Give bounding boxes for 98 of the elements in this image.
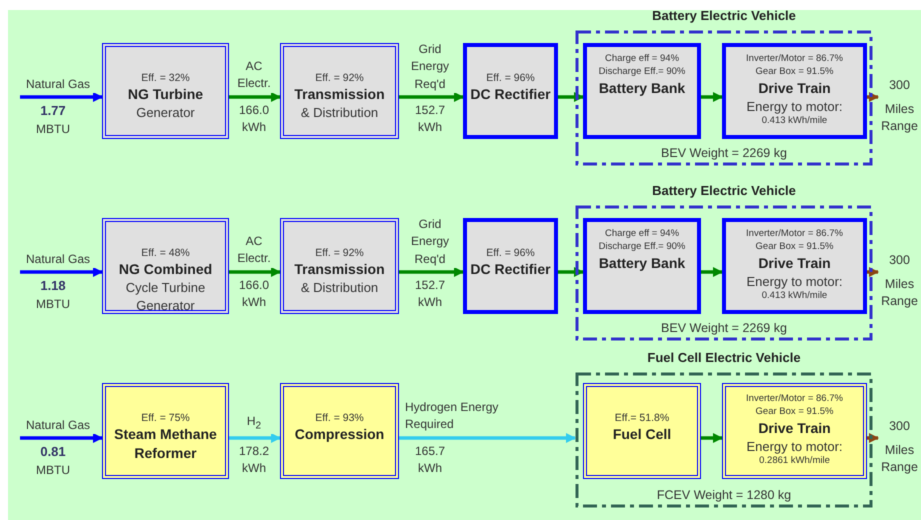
- component-detail: Energy to motor:: [746, 438, 843, 456]
- arrow: [701, 433, 723, 443]
- component-name: DC Rectifier: [470, 260, 551, 280]
- unit-text: MBTU: [35, 121, 71, 138]
- efficiency-text: Eff. = 92%: [315, 246, 364, 260]
- arrow: [558, 267, 584, 277]
- component-name: Steam Methane Reformer: [113, 425, 218, 463]
- process-box: [463, 43, 558, 139]
- efficiency-text: Eff. = 92%: [315, 71, 364, 86]
- spec-text: Gear Box = 91.5%: [756, 66, 834, 79]
- arrow: [399, 267, 464, 277]
- efficiency-text: Eff. = 48%: [141, 246, 190, 260]
- component-name: Drive Train: [758, 254, 831, 273]
- spec-text: Inverter/Motor = 86.7%: [746, 228, 843, 241]
- spec-text: Gear Box = 91.5%: [756, 406, 834, 419]
- process-box: [102, 383, 229, 479]
- range-text: Miles Range: [880, 442, 919, 476]
- component-name: Battery Bank: [598, 254, 686, 273]
- arrow: [701, 92, 723, 102]
- quantity-value: 1.18: [39, 277, 67, 295]
- arrow: [558, 92, 584, 102]
- spec-text: Gear Box = 91.5%: [756, 240, 834, 254]
- process-box: [583, 218, 701, 314]
- group-title: Battery Electric Vehicle: [651, 8, 797, 23]
- arrow: [399, 433, 576, 443]
- distance-value: 300: [889, 418, 910, 435]
- process-box: [280, 43, 399, 139]
- component-name: Transmission: [294, 85, 385, 104]
- spec-text: 0.2861 kWh/mile: [759, 455, 830, 468]
- component-name: DC Rectifier: [470, 85, 551, 104]
- energy-value: 166.0 kWh: [238, 102, 270, 136]
- component-name: NG Turbine: [128, 85, 204, 104]
- process-box: [722, 383, 867, 479]
- process-box: [722, 218, 867, 314]
- distance-value: 300: [889, 252, 910, 269]
- spec-text: Inverter/Motor = 86.7%: [746, 53, 843, 66]
- process-box: [722, 43, 867, 139]
- unit-text: MBTU: [35, 296, 71, 313]
- component-detail: Generator: [136, 104, 195, 122]
- process-box: [583, 383, 701, 479]
- process-box: [583, 43, 701, 139]
- arrow: [229, 433, 281, 443]
- energy-value: 152.7 kWh: [414, 277, 446, 312]
- energy-value: 165.7 kWh: [414, 443, 446, 478]
- arrow: [20, 92, 103, 102]
- arrow: [701, 267, 723, 277]
- spec-text: Discharge Eff.= 90%: [598, 66, 686, 79]
- group-title: Fuel Cell Electric Vehicle: [646, 350, 802, 365]
- energy-value: 166.0 kWh: [238, 277, 270, 312]
- arrow: [867, 92, 879, 102]
- component-name: Transmission: [294, 260, 385, 280]
- energy-value: 152.7 kWh: [414, 102, 446, 136]
- process-box: [102, 43, 229, 139]
- component-detail: & Distribution: [300, 104, 378, 122]
- spec-text: Charge eff = 94%: [604, 53, 680, 66]
- process-box: [102, 218, 229, 314]
- distance-value: 300: [889, 77, 910, 94]
- energy-value: 178.2 kWh: [238, 443, 270, 478]
- component-name: NG Combined: [118, 260, 212, 280]
- arrow: [867, 433, 879, 443]
- arrow: [229, 92, 281, 102]
- range-text: Miles Range: [880, 100, 919, 135]
- arrow: [20, 433, 103, 443]
- arrow: [20, 267, 103, 277]
- component-detail: Energy to motor:: [746, 98, 843, 116]
- component-name: Drive Train: [758, 78, 831, 98]
- component-name: Drive Train: [758, 418, 831, 438]
- quantity-value: 1.77: [39, 102, 67, 120]
- efficiency-text: Eff. = 75%: [141, 411, 190, 426]
- efficiency-text: Eff.= 51.8%: [614, 411, 670, 426]
- spec-text: 0.413 kWh/mile: [762, 115, 828, 128]
- spec-text: Discharge Eff.= 90%: [598, 240, 686, 254]
- component-name: Battery Bank: [598, 78, 686, 98]
- component-detail: & Distribution: [300, 279, 378, 297]
- efficiency-text: Eff. = 96%: [486, 246, 535, 260]
- quantity-value: 0.81: [39, 443, 67, 461]
- process-box: [280, 383, 399, 479]
- group-title: Battery Electric Vehicle: [651, 183, 797, 198]
- range-text: Miles Range: [880, 276, 919, 310]
- component-name: Fuel Cell: [612, 425, 672, 444]
- spec-text: Charge eff = 94%: [604, 228, 680, 241]
- component-detail: Energy to motor:: [746, 272, 843, 290]
- process-box: [280, 218, 399, 314]
- component-name: Compression: [294, 425, 384, 444]
- weight-text: BEV Weight = 2269 kg: [660, 146, 788, 160]
- arrow: [867, 267, 879, 277]
- spec-text: Inverter/Motor = 86.7%: [746, 393, 843, 406]
- unit-text: MBTU: [35, 462, 71, 479]
- efficiency-text: Eff. = 32%: [141, 71, 190, 86]
- component-detail: Cycle Turbine Generator: [124, 279, 206, 314]
- efficiency-text: Eff. = 93%: [315, 411, 364, 426]
- weight-text: FCEV Weight = 1280 kg: [656, 488, 792, 502]
- weight-text: BEV Weight = 2269 kg: [660, 321, 788, 335]
- process-box: [463, 218, 558, 314]
- arrow: [229, 267, 281, 277]
- spec-text: 0.413 kWh/mile: [762, 290, 828, 303]
- arrow: [399, 92, 464, 102]
- efficiency-text: Eff. = 96%: [486, 71, 535, 86]
